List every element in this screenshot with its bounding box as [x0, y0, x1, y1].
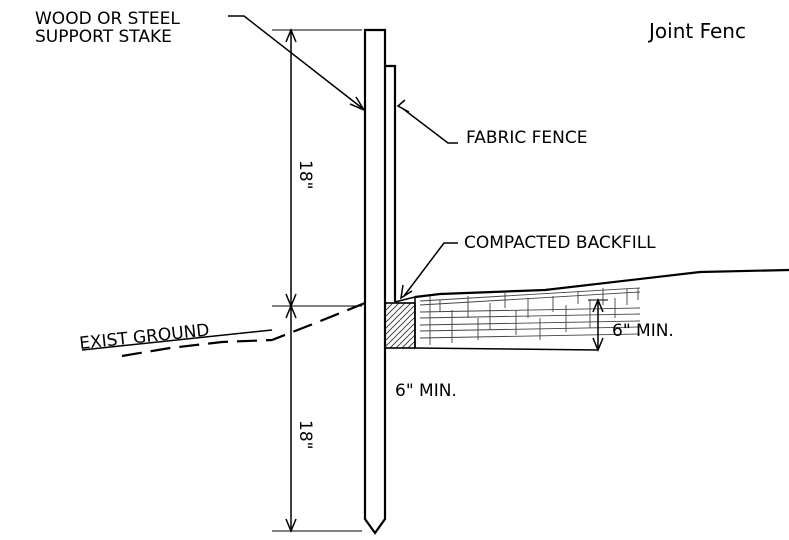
soil-texture	[419, 287, 641, 345]
backfill-block	[384, 302, 416, 349]
support-stake	[363, 28, 387, 535]
stake-label-line2: SUPPORT STAKE	[35, 27, 172, 47]
upper-dimension-label: 18"	[295, 160, 315, 189]
depth-dimension	[272, 28, 362, 533]
backfill-label: COMPACTED BACKFILL	[464, 233, 656, 253]
existing-ground-line	[121, 301, 366, 358]
backfill-leader-arrow	[400, 284, 413, 300]
stake-leader-arrow	[349, 96, 366, 112]
min-depth-label-below: 6" MIN.	[395, 381, 457, 401]
backfill-leader	[403, 242, 458, 297]
ground-surface-line	[414, 268, 789, 299]
fabric-leader	[401, 107, 458, 144]
fabric-fence-label: FABRIC FENCE	[466, 128, 587, 148]
stake-label-line1: WOOD OR STEEL	[35, 9, 180, 29]
min-depth-label-right: 6" MIN.	[612, 321, 674, 341]
fabric-fence	[385, 64, 397, 302]
stake-leader	[228, 15, 363, 109]
drawing-title: Joint Fenc	[647, 19, 746, 43]
lower-dimension-label: 18"	[295, 420, 315, 449]
min-depth-dimension	[588, 298, 608, 352]
trench-bottom-line	[414, 347, 599, 351]
existing-ground-underline	[81, 329, 273, 351]
fabric-leader-arrow	[396, 99, 410, 113]
